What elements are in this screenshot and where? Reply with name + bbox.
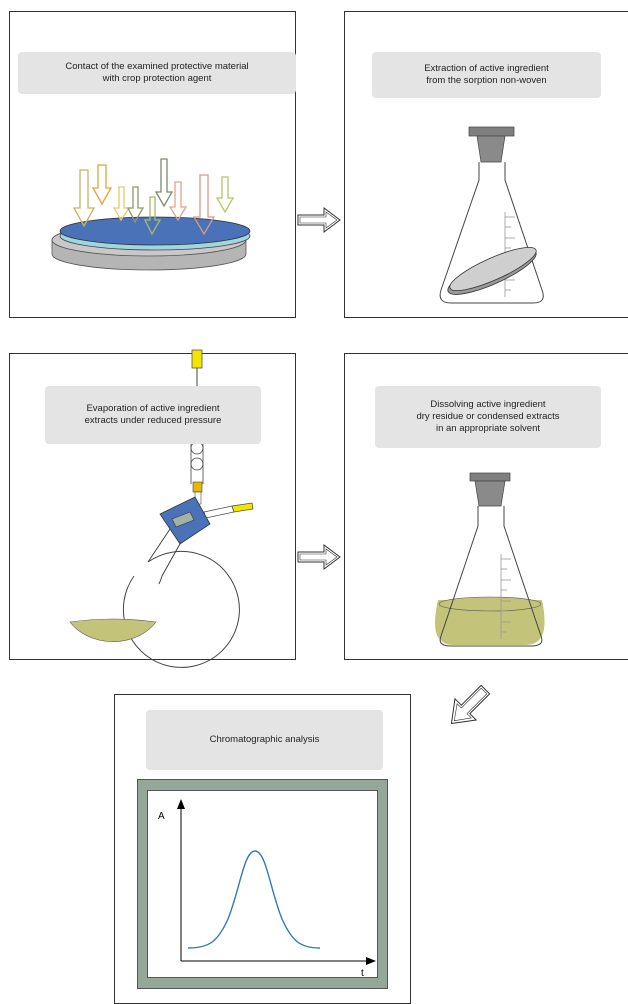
step-3-caption-line: extracts under reduced pressure	[84, 415, 222, 426]
step-4-panel: Dissolving active ingredient dry residue…	[344, 353, 628, 660]
step-1-panel: Contact of the examined protective mater…	[9, 11, 296, 318]
vacuum-side-arm-icon	[203, 502, 254, 519]
step-4-caption: Dissolving active ingredient dry residue…	[375, 386, 601, 448]
x-axis-label: t	[361, 968, 364, 979]
step-5-caption: Chromatographic analysis	[146, 710, 383, 770]
dissolving-flask-illustration	[435, 472, 545, 647]
step-3-panel: Evaporation of active ingredient extract…	[9, 349, 296, 668]
next-step-arrow-icon	[297, 544, 341, 570]
step-2-caption: Extraction of active ingredient from the…	[372, 52, 601, 98]
chromatogram-plot-area: A t	[147, 790, 378, 979]
chromatogram-frame: A t	[137, 779, 388, 989]
step-3-caption: Evaporation of active ingredient extract…	[45, 386, 261, 444]
next-step-diagonal-arrow-icon	[450, 684, 491, 725]
step-5-panel: Chromatographic analysis A t	[114, 694, 411, 1004]
x-axis-arrowhead-icon	[366, 957, 376, 965]
contact-illustration	[51, 158, 251, 271]
step-2-panel: Extraction of active ingredient from the…	[344, 11, 628, 318]
flask-stopper-icon	[469, 472, 511, 507]
round-bottom-flask-icon	[69, 528, 240, 668]
chromatogram-chart: A t	[158, 799, 376, 979]
evaporation-illustration	[69, 349, 254, 668]
step-5-caption-line: Chromatographic analysis	[209, 734, 320, 745]
step-2-caption-line: Extraction of active ingredient	[424, 63, 549, 74]
flask-clamp-icon	[159, 496, 211, 545]
extraction-flask-illustration	[439, 126, 544, 304]
non-woven-disc-icon	[447, 247, 537, 295]
flask-stopper-icon	[468, 126, 515, 163]
step-1-caption-line: Contact of the examined protective mater…	[65, 61, 249, 72]
step-1-caption-line: with crop protection agent	[102, 73, 212, 84]
y-axis-label: A	[158, 811, 165, 822]
step-2-caption-line: from the sorption non-woven	[426, 75, 547, 86]
step-4-caption-line: Dissolving active ingredient	[430, 399, 546, 410]
step-3-caption-line: Evaporation of active ingredient	[86, 403, 220, 414]
erlenmeyer-flask-icon	[435, 506, 545, 647]
y-axis-arrowhead-icon	[177, 799, 185, 809]
step-4-caption-line: dry residue or condensed extracts	[416, 411, 560, 422]
next-step-arrow-icon	[297, 207, 341, 233]
agent-droplet-arrows-icon	[72, 158, 235, 236]
step-4-caption-line: in an appropriate solvent	[435, 423, 541, 434]
step-1-caption: Contact of the examined protective mater…	[18, 52, 296, 94]
sorption-disc-icon	[59, 216, 251, 251]
chromatographic-peak-line	[187, 850, 321, 949]
